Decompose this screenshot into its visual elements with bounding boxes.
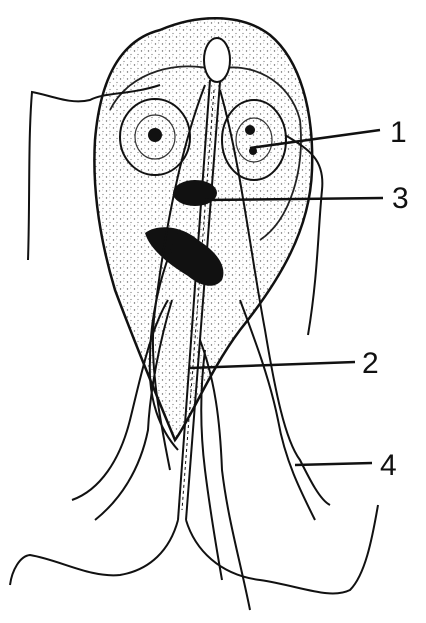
median-body-upper: [173, 180, 217, 206]
basal-body: [204, 38, 230, 82]
label-1: 1: [390, 116, 407, 149]
label-2: 2: [362, 347, 379, 380]
label-4: 4: [380, 449, 397, 482]
label-3: 3: [392, 182, 409, 215]
